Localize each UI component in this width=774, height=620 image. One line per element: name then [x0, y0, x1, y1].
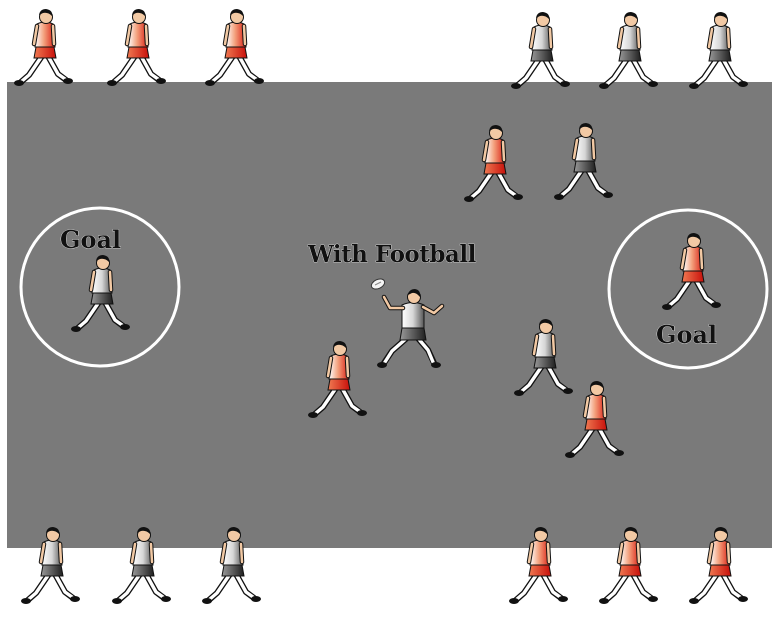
goal-label-left: Goal	[60, 225, 121, 254]
goal-label-right: Goal	[656, 320, 717, 349]
right-goal-circle	[607, 208, 769, 370]
with-football-label: With Football	[307, 241, 477, 268]
left-goal-circle	[19, 206, 181, 368]
playing-field	[7, 82, 772, 548]
